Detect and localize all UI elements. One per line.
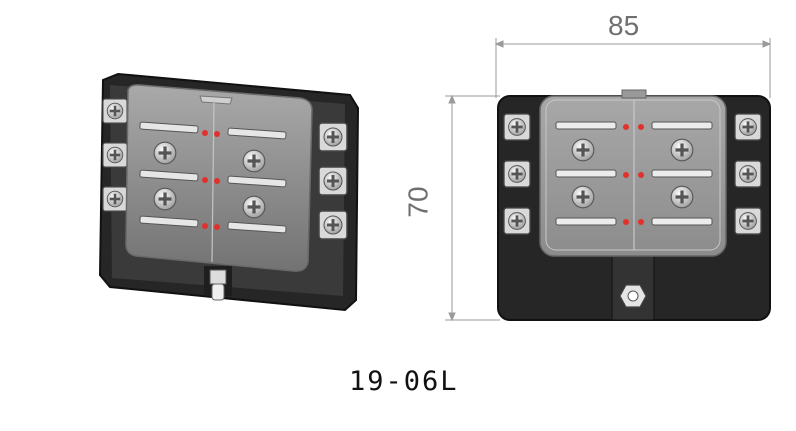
- screw-terminal-icon: [734, 113, 762, 141]
- front-view: [445, 38, 772, 322]
- screw-terminal-icon: [102, 186, 128, 212]
- fuse-clip-icon: [139, 121, 287, 234]
- screw-icon: [153, 187, 177, 211]
- model-code: 19-06L: [349, 366, 459, 397]
- screw-icon: [670, 138, 694, 162]
- screw-terminal-icon: [318, 210, 348, 240]
- screw-terminal-icon: [503, 160, 531, 188]
- screw-icon: [670, 185, 694, 209]
- screw-terminal-icon: [734, 207, 762, 235]
- fuse-clip-icon: [555, 121, 713, 226]
- width-dimension-label: 85: [608, 10, 640, 41]
- screw-terminal-icon: [503, 113, 531, 141]
- screw-icon: [571, 185, 595, 209]
- dimension-lines: [445, 38, 772, 322]
- cover-divider: [211, 99, 215, 263]
- height-dimension-label: 70: [402, 186, 434, 218]
- led-indicator-icon: [623, 124, 644, 225]
- screw-terminal-icon: [503, 207, 531, 235]
- cover-tab: [199, 95, 233, 105]
- cover-inner-edge: [545, 99, 721, 251]
- perspective-view: [98, 72, 360, 312]
- screw-icon: [242, 149, 266, 173]
- screw-icon: [571, 138, 595, 162]
- screw-terminal-icon: [734, 160, 762, 188]
- led-indicator-icon: [202, 130, 220, 230]
- screw-terminal-icon: [102, 142, 128, 168]
- cover-tab: [621, 89, 647, 99]
- screw-icon: [153, 141, 177, 165]
- screw-icon: [242, 195, 266, 219]
- screw-terminal-icon: [318, 166, 348, 196]
- mounting-stud-icon: [209, 269, 227, 301]
- mounting-stud-icon: [619, 284, 647, 308]
- screw-terminal-icon: [318, 122, 348, 152]
- screw-terminal-icon: [102, 98, 128, 124]
